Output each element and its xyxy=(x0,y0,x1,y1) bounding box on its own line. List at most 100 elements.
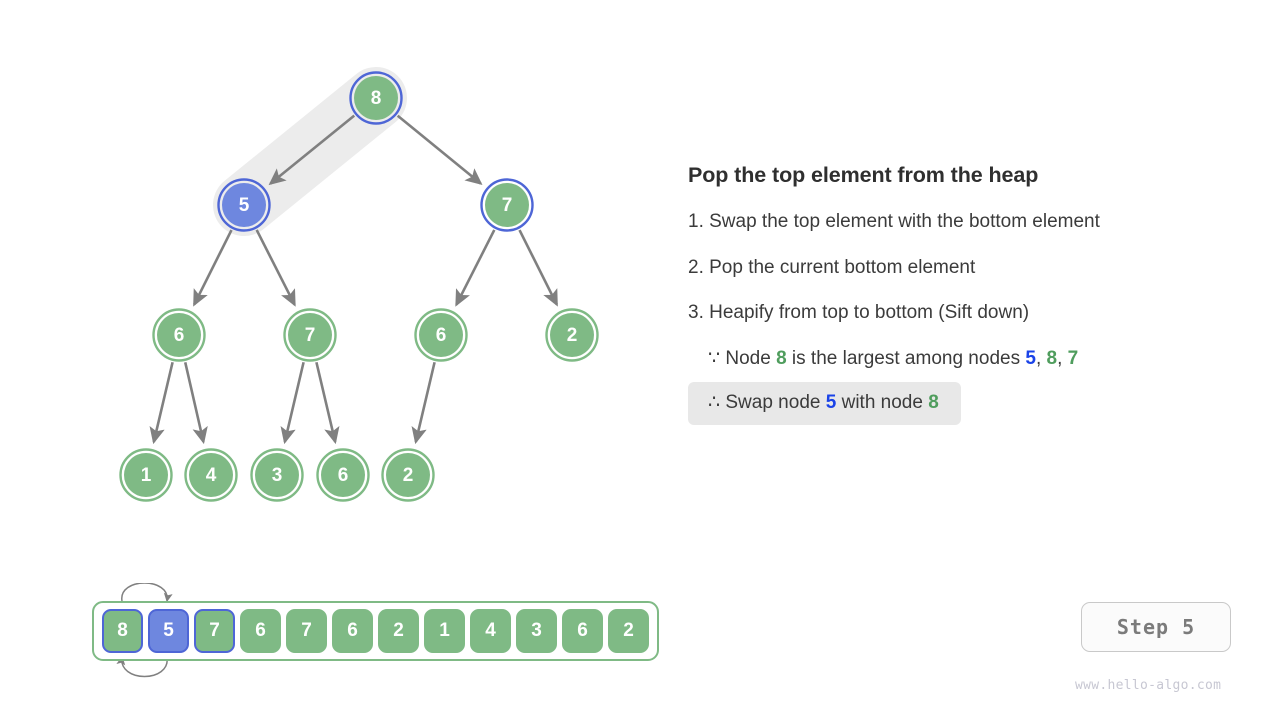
tree-edge xyxy=(396,114,483,185)
therefore-symbol: ∴ xyxy=(708,392,721,414)
node-ring xyxy=(480,178,534,232)
tree-node[interactable]: 8 xyxy=(349,71,403,125)
page-title: Pop the top element from the heap xyxy=(688,163,1039,187)
array-cell-4[interactable]: 7 xyxy=(286,609,327,653)
conclusion-line: ∴ Swap node 5 with node 8 xyxy=(688,382,961,425)
array-cell-value: 8 xyxy=(117,620,128,641)
node-circle xyxy=(124,453,168,497)
node-value: 6 xyxy=(338,465,349,486)
node-circle xyxy=(419,313,463,357)
reason-sep-2: , xyxy=(1057,347,1068,369)
reason-sep-1: , xyxy=(1035,347,1047,369)
step-item-3: 3. Heapify from top to bottom (Sift down… xyxy=(688,302,1030,324)
node-ring xyxy=(316,448,370,502)
reason-node-value-3: 8 xyxy=(1046,347,1058,369)
node-ring xyxy=(119,448,173,502)
step-item-1: 1. Swap the top element with the bottom … xyxy=(688,211,1100,233)
tree-node[interactable]: 4 xyxy=(184,448,238,502)
step-item-2: 2. Pop the current bottom element xyxy=(688,256,976,278)
watermark: www.hello-algo.com xyxy=(1075,678,1222,693)
swap-arrow-forward xyxy=(121,583,173,603)
array-cell-value: 5 xyxy=(163,620,174,641)
tree-node[interactable]: 2 xyxy=(545,308,599,362)
tree-edge xyxy=(268,114,356,186)
node-value: 2 xyxy=(403,465,414,486)
tree-edge xyxy=(255,229,296,307)
tree-edge xyxy=(455,229,496,307)
node-circle xyxy=(222,183,266,227)
node-circle xyxy=(321,453,365,497)
node-value: 1 xyxy=(141,465,152,486)
reason-line: ∵ Node 8 is the largest among nodes 5, 8… xyxy=(688,345,1228,373)
array-cell-value: 6 xyxy=(577,620,588,641)
array-cell-value: 1 xyxy=(439,620,450,641)
array-cell-value: 2 xyxy=(393,620,404,641)
tree-node[interactable]: 7 xyxy=(480,178,534,232)
array-cell-10[interactable]: 6 xyxy=(562,609,603,653)
step-badge: Step 5 xyxy=(1081,602,1231,652)
conclusion-node-value-1: 5 xyxy=(825,392,837,414)
node-value: 3 xyxy=(272,465,283,486)
tree-node[interactable]: 6 xyxy=(316,448,370,502)
node-value: 5 xyxy=(239,195,250,216)
node-ring xyxy=(184,448,238,502)
node-circle xyxy=(288,313,332,357)
array-cell-value: 6 xyxy=(255,620,266,641)
array-cell-0[interactable]: 8 xyxy=(102,609,143,653)
node-circle xyxy=(550,313,594,357)
node-ring xyxy=(545,308,599,362)
heap-tree-diagram: 8 5 7 6 7 6 2 1 4 3 6 2 xyxy=(119,67,599,502)
array-cell-value: 4 xyxy=(485,620,496,641)
node-ring xyxy=(283,308,337,362)
conclusion-node-value-2: 8 xyxy=(928,392,939,414)
tree-node[interactable]: 2 xyxy=(381,448,435,502)
reason-node-value-2: 5 xyxy=(1025,347,1036,369)
array-cell-value: 7 xyxy=(209,620,220,641)
reason-text-2: is the largest among nodes xyxy=(786,347,1026,369)
array-cell-3[interactable]: 6 xyxy=(240,609,281,653)
node-value: 7 xyxy=(502,195,513,216)
tree-node[interactable]: 3 xyxy=(250,448,304,502)
node-value: 7 xyxy=(305,325,316,346)
array-cell-5[interactable]: 6 xyxy=(332,609,373,653)
array-cell-7[interactable]: 1 xyxy=(424,609,465,653)
array-cell-value: 3 xyxy=(531,620,542,641)
node-ring xyxy=(152,308,206,362)
tree-node[interactable]: 1 xyxy=(119,448,173,502)
array-cell-6[interactable]: 2 xyxy=(378,609,419,653)
tree-edge xyxy=(183,362,208,445)
node-ring xyxy=(217,178,271,232)
tree-node[interactable]: 7 xyxy=(283,308,337,362)
reason-text-1: Node xyxy=(725,347,777,369)
node-ring xyxy=(381,448,435,502)
array-cell-value: 6 xyxy=(347,620,358,641)
tree-edge xyxy=(193,229,233,307)
node-value: 8 xyxy=(371,88,382,109)
explanation-panel: Pop the top element from the heap 1. Swa… xyxy=(688,160,1228,425)
node-circle xyxy=(157,313,201,357)
tree-node[interactable]: 6 xyxy=(414,308,468,362)
node-value: 2 xyxy=(567,325,578,346)
array-cell-2[interactable]: 7 xyxy=(194,609,235,653)
tree-edge xyxy=(315,361,340,445)
array-cell-9[interactable]: 3 xyxy=(516,609,557,653)
node-circle xyxy=(386,453,430,497)
because-symbol: ∵ xyxy=(708,347,721,369)
node-value: 6 xyxy=(174,325,185,346)
node-circle xyxy=(189,453,233,497)
node-value: 6 xyxy=(436,325,447,346)
conclusion-text-1: Swap node xyxy=(725,392,826,414)
node-value: 4 xyxy=(206,465,217,486)
tree-edge xyxy=(411,361,436,445)
node-circle xyxy=(354,76,398,120)
tree-edges xyxy=(149,114,558,445)
array-cell-value: 7 xyxy=(301,620,312,641)
node-circle xyxy=(255,453,299,497)
array-cell-1[interactable]: 5 xyxy=(148,609,189,653)
tree-node[interactable]: 6 xyxy=(152,308,206,362)
array-cell-8[interactable]: 4 xyxy=(470,609,511,653)
array-cell-11[interactable]: 2 xyxy=(608,609,649,653)
tree-node[interactable]: 5 xyxy=(217,178,271,232)
tree-edge xyxy=(280,361,305,445)
